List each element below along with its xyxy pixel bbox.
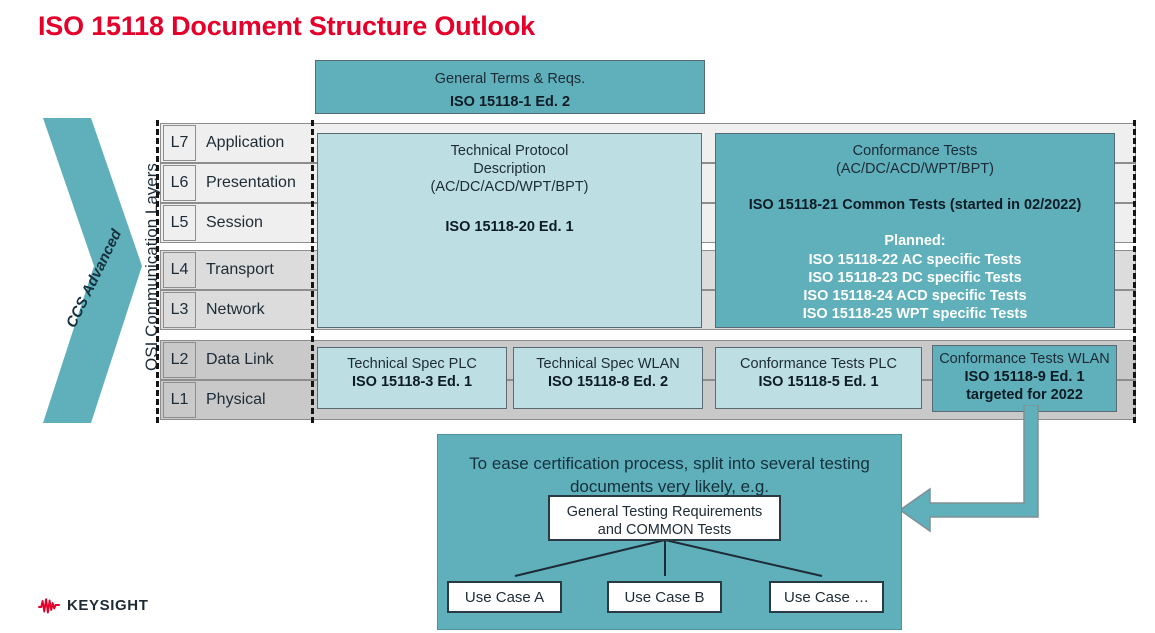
conformance-tests-planned-label: Planned: xyxy=(884,233,946,250)
osi-caption: OSI Communication Layers xyxy=(120,122,161,422)
chevron-icon xyxy=(43,118,142,423)
layer-code-l2: L2 xyxy=(163,342,196,378)
technical-protocol-line2: Description xyxy=(473,161,546,178)
keysight-wordmark: KEYSIGHT xyxy=(67,597,149,614)
layer-name-l2: Data Link xyxy=(206,351,274,368)
conformance-tests-planned-1: ISO 15118-23 DC specific Tests xyxy=(808,269,1022,286)
layer-code-l4: L4 xyxy=(163,252,196,288)
conf-plc-line2: ISO 15118-5 Ed. 1 xyxy=(758,374,879,391)
layer-name-l5: Session xyxy=(206,214,263,231)
spec-plc-line2: ISO 15118-3 Ed. 1 xyxy=(351,374,473,391)
layer-code-l3: L3 xyxy=(163,292,196,328)
box-technical-spec-wlan[interactable]: Technical Spec WLAN ISO 15118-8 Ed. 2 xyxy=(513,347,703,409)
general-terms-line2: ISO 15118-1 Ed. 2 xyxy=(449,94,571,111)
bottom-panel-headline: To ease certification process, split int… xyxy=(438,453,901,499)
conf-plc-line1: Conformance Tests PLC xyxy=(740,356,897,372)
layer-code-l6: L6 xyxy=(163,165,196,201)
box-conformance-tests-plc[interactable]: Conformance Tests PLC ISO 15118-5 Ed. 1 xyxy=(715,347,922,409)
osi-bracket-right xyxy=(311,120,314,423)
bottom-panel-headline-line2: documents very likely, e.g. xyxy=(569,476,770,496)
keysight-wave-icon xyxy=(38,597,60,613)
box-general-testing-requirements[interactable]: General Testing Requirements and COMMON … xyxy=(548,495,781,541)
conformance-tests-line1: Conformance Tests xyxy=(852,143,978,159)
layer-name-l3: Network xyxy=(206,301,265,318)
osi-bracket-left xyxy=(156,120,159,423)
conf-wlan-line3: targeted for 2022 xyxy=(966,387,1083,404)
box-technical-protocol[interactable]: Technical Protocol Description (AC/DC/AC… xyxy=(317,133,702,328)
general-terms-line1: General Terms & Reqs. xyxy=(434,71,586,87)
spec-plc-line1: Technical Spec PLC xyxy=(347,356,477,372)
layer-name-l4: Transport xyxy=(206,261,274,278)
tree-connectors xyxy=(514,539,823,577)
elbow-arrow-icon xyxy=(898,405,1039,533)
layer-name-l1: Physical xyxy=(206,391,266,408)
conformance-tests-line3: ISO 15118-21 Common Tests (started in 02… xyxy=(748,197,1082,214)
conf-wlan-line2: ISO 15118-9 Ed. 1 xyxy=(964,369,1085,386)
conf-wlan-line1: Conformance Tests WLAN xyxy=(939,351,1110,367)
osi-caption-text: OSI Communication Layers xyxy=(142,163,161,371)
box-conformance-tests[interactable]: Conformance Tests (AC/DC/ACD/WPT/BPT) IS… xyxy=(715,133,1115,328)
technical-protocol-line4: ISO 15118-20 Ed. 1 xyxy=(445,219,574,236)
box-technical-spec-plc[interactable]: Technical Spec PLC ISO 15118-3 Ed. 1 xyxy=(317,347,507,409)
common-line1: General Testing Requirements xyxy=(566,504,763,520)
layer-name-l7: Application xyxy=(206,134,285,151)
box-use-case-a[interactable]: Use Case A xyxy=(447,581,562,613)
conformance-tests-planned-3: ISO 15118-25 WPT specific Tests xyxy=(802,305,1028,322)
box-conformance-tests-wlan[interactable]: Conformance Tests WLAN ISO 15118-9 Ed. 1… xyxy=(932,345,1117,412)
conformance-tests-planned-0: ISO 15118-22 AC specific Tests xyxy=(808,251,1022,268)
box-general-terms[interactable]: General Terms & Reqs. ISO 15118-1 Ed. 2 xyxy=(315,60,705,114)
box-use-case-other[interactable]: Use Case … xyxy=(769,581,884,613)
common-line2: and COMMON Tests xyxy=(597,522,732,539)
layer-code-l1: L1 xyxy=(163,382,196,418)
conformance-tests-planned-2: ISO 15118-24 ACD specific Tests xyxy=(803,287,1027,304)
layer-code-l5: L5 xyxy=(163,205,196,241)
spec-wlan-line1: Technical Spec WLAN xyxy=(536,356,680,372)
scope-bracket-right xyxy=(1133,120,1136,423)
spec-wlan-line2: ISO 15118-8 Ed. 2 xyxy=(547,374,669,391)
bottom-panel-headline-line1: To ease certification process, split int… xyxy=(469,454,870,473)
keysight-logo: KEYSIGHT xyxy=(38,597,148,614)
technical-protocol-line3: (AC/DC/ACD/WPT/BPT) xyxy=(430,179,589,196)
layer-code-l7: L7 xyxy=(163,125,196,161)
layer-name-l6: Presentation xyxy=(206,174,296,191)
conformance-tests-line2: (AC/DC/ACD/WPT/BPT) xyxy=(836,161,994,178)
ccs-advanced-chevron: CCS Advanced xyxy=(35,118,150,423)
box-use-case-b[interactable]: Use Case B xyxy=(607,581,722,613)
page-title: ISO 15118 Document Structure Outlook xyxy=(38,11,535,41)
technical-protocol-line1: Technical Protocol xyxy=(450,143,569,159)
